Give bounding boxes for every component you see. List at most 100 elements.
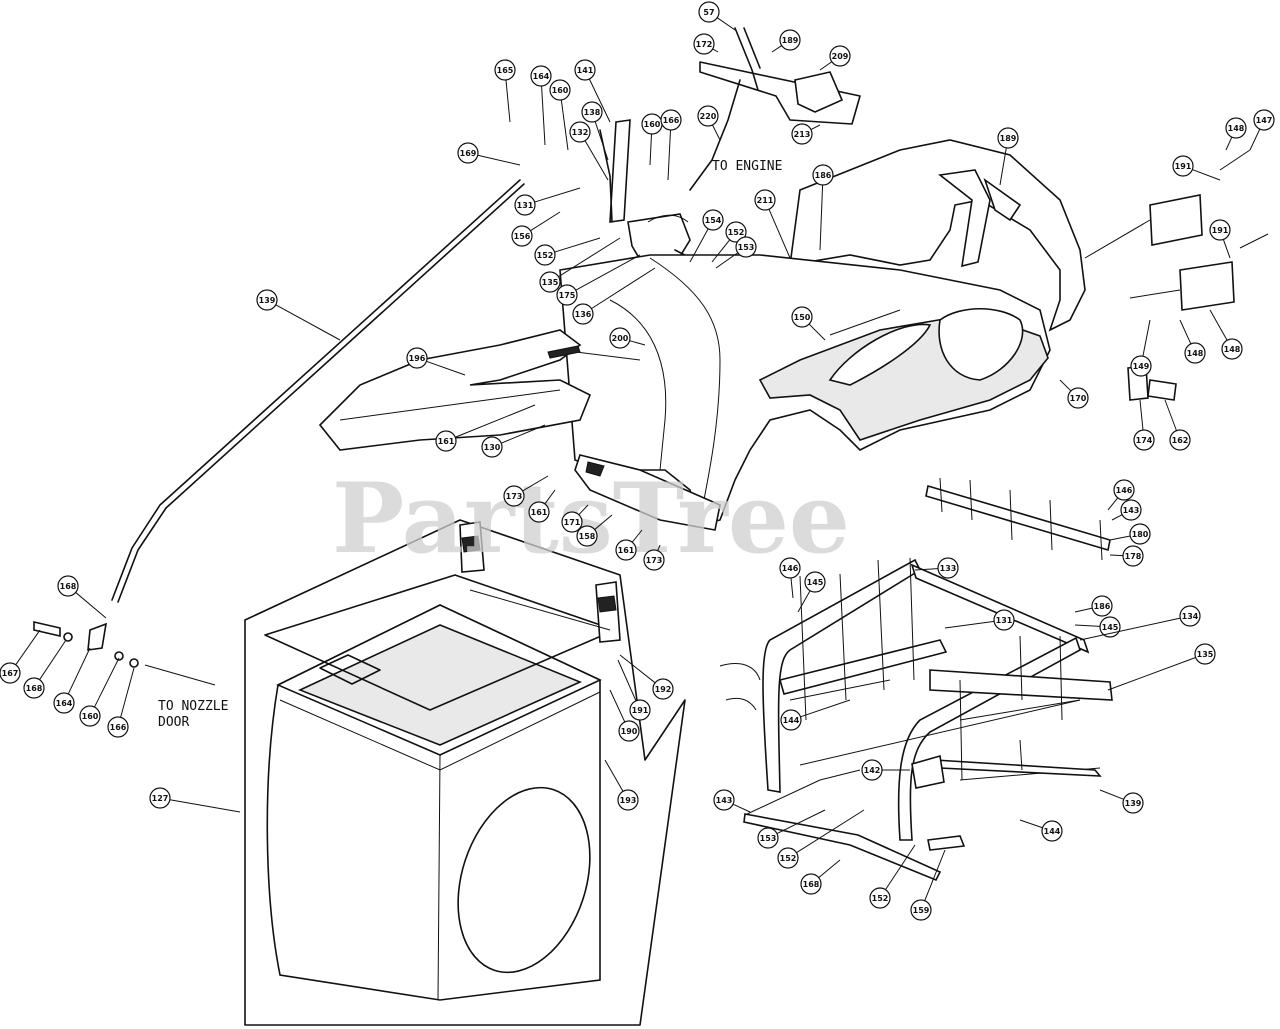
callout-leader [94,657,120,708]
callout-bubble [618,720,640,742]
callout-143: 143 [713,789,751,813]
callout-153: 153 [757,809,826,849]
callout-leader [588,78,611,123]
callout-leader [771,45,782,53]
callout-191: 191 [1209,219,1231,259]
callout-number: 160 [552,86,569,95]
callout-number: 149 [1133,362,1150,371]
callout-number: 136 [575,310,592,319]
callout-bubble [1184,342,1206,364]
callout-bubble [574,59,596,81]
callout-leader [800,699,851,718]
callout-number: 189 [782,36,799,45]
watermark: PartsTree [332,462,850,575]
callout-bubble [1041,820,1063,842]
callout-number: 186 [1094,602,1111,611]
callout-bubble [609,327,631,349]
callout-bubble [698,1,720,23]
callout-191: 191 [1172,155,1221,181]
callout-number: 192 [655,685,672,694]
callout-number: 165 [497,66,514,75]
callout-138: 138 [581,101,609,161]
callout-bubble [23,677,45,699]
callout-bubble [693,33,715,55]
callout-leader [797,590,811,613]
callout-leader [619,654,656,684]
callout-leader [455,404,536,438]
callout-leader [67,647,91,695]
callout-bubble [910,899,932,921]
callout-173: 173 [643,544,665,571]
callout-number: 131 [517,201,534,210]
callout-number: 191 [632,706,649,715]
callout-160: 160 [549,79,571,151]
callout-bubble [1122,545,1144,567]
callout-190: 190 [609,689,640,742]
callout-number: 190 [621,727,638,736]
callout-number: 161 [618,546,635,555]
callout-bubble [457,142,479,164]
callout-number: 152 [728,228,745,237]
callout-number: 174 [1136,436,1153,445]
callout-number: 167 [2,669,19,678]
callout-173: 173 [503,475,549,507]
callout-154: 154 [689,209,724,263]
callout-170: 170 [1059,379,1089,409]
note-to-nozzle-line1: TO NOZZLE [158,699,228,714]
callout-bubble [754,189,776,211]
callout-number: 186 [815,171,832,180]
callout-leader [15,629,41,666]
callout-139: 139 [256,289,341,341]
callout-number: 57 [703,8,714,17]
callout-leader [530,211,561,232]
callout-leader [522,475,549,492]
callout-leader [1059,379,1072,392]
callout-168: 168 [800,859,841,895]
callout-number: 160 [82,712,99,721]
callout-bubble [1221,338,1243,360]
callout-bubble [1225,117,1247,139]
callout-169: 169 [457,142,521,166]
callout-144: 144 [1019,819,1063,842]
callout-209: 209 [819,45,851,71]
callout-158: 158 [576,514,613,547]
callout-number: 134 [1182,612,1199,621]
callout-leader [944,620,995,629]
callout-number: 220 [700,112,717,121]
callout-leader [1225,136,1233,151]
callout-number: 142 [864,766,881,775]
callout-number: 152 [780,854,797,863]
callout-166: 166 [107,667,135,738]
callout-bubble [503,485,525,507]
callout-bubble [79,705,101,727]
callout-bubble [725,221,747,243]
callout-bubble [997,127,1019,149]
callout-192: 192 [619,654,674,700]
callout-bubble [779,557,801,579]
callout-number: 211 [757,196,774,205]
callout-bubble [534,244,556,266]
callout-number: 133 [940,564,957,573]
callout-number: 159 [913,906,930,915]
callout-leader [575,254,641,291]
callout-145: 145 [1074,616,1121,638]
callout-127: 127 [149,787,241,813]
callout-bubble [697,105,719,127]
callout-leader [426,360,466,376]
callout-leader [560,99,569,151]
callout-leader [808,323,826,341]
callout-number: 162 [1172,436,1189,445]
callout-number: 191 [1175,162,1192,171]
callout-bubble [256,289,278,311]
callout-leader [768,208,791,259]
callout-bubble [1253,109,1275,131]
callout-bubble [539,271,561,293]
callout-bubble [791,306,813,328]
callout-number: 161 [531,508,548,517]
callout-bubble [1133,429,1155,451]
callout-leader [39,639,67,680]
callout-bubble [0,662,21,684]
callout-number: 141 [577,66,594,75]
callout-number: 145 [1102,623,1119,632]
callout-number: 178 [1125,552,1142,561]
